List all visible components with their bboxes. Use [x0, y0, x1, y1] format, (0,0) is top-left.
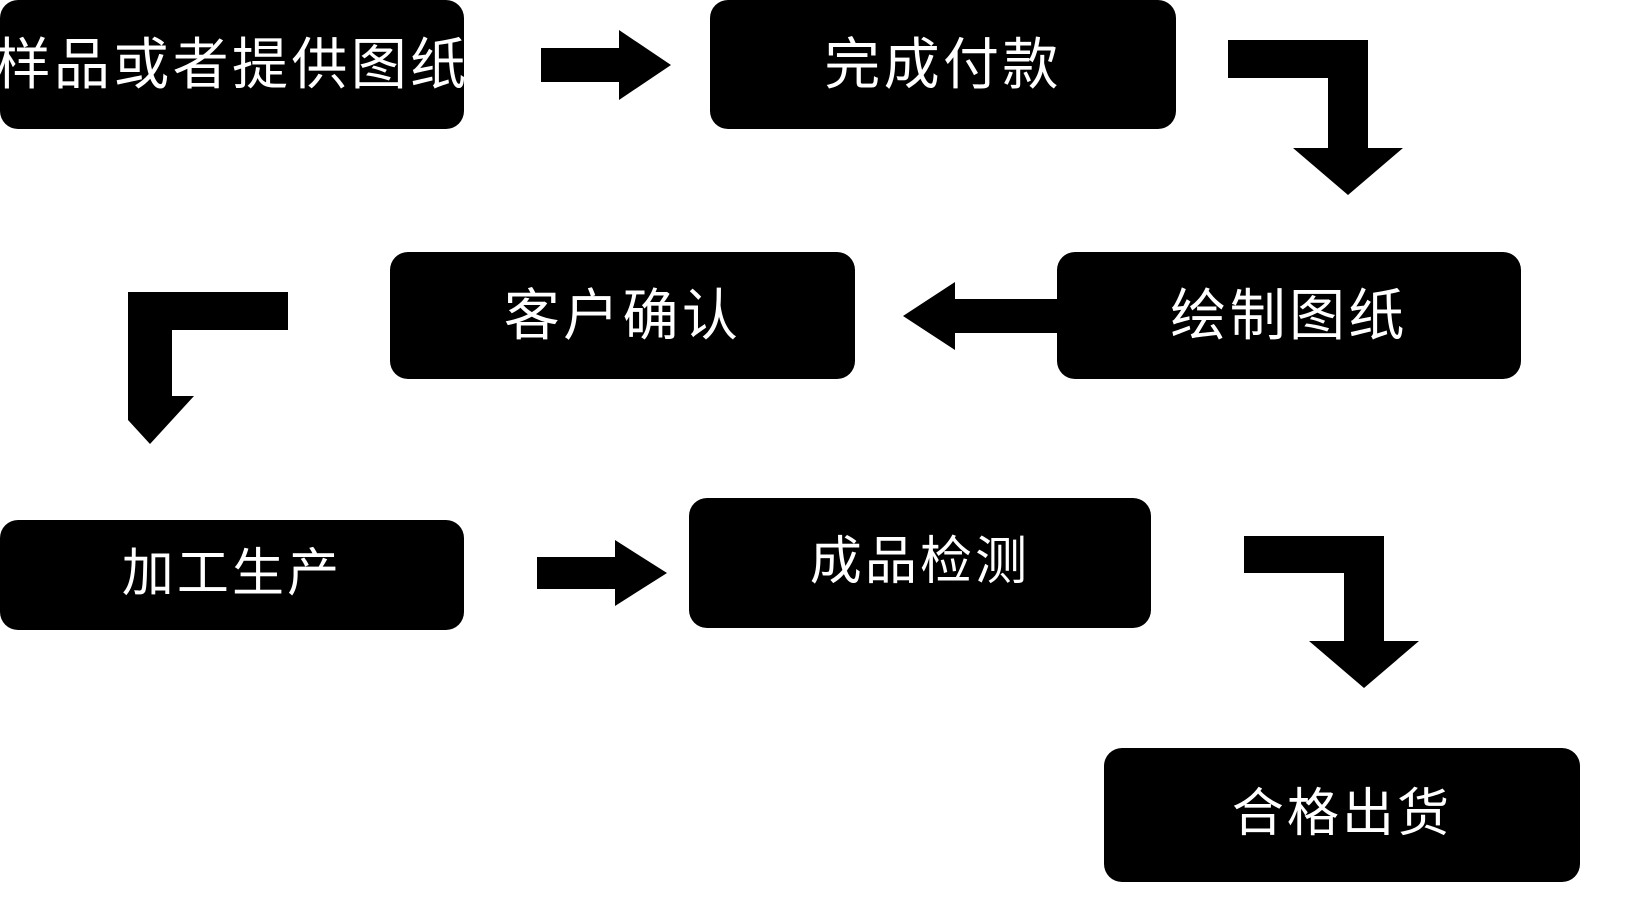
- arrow-right-icon: [537, 540, 667, 606]
- node-label: 完成付款: [824, 32, 1062, 96]
- node-label: 样品或者提供图纸: [0, 32, 470, 96]
- node-sample-or-drawing[interactable]: 样品或者提供图纸: [0, 0, 466, 129]
- arrow-right-icon: [541, 30, 671, 100]
- node-qualified-shipment[interactable]: 合格出货: [1104, 748, 1580, 882]
- arrow-elbow-right-down-icon: [1228, 40, 1403, 195]
- node-label: 合格出货: [1231, 785, 1453, 844]
- node-processing-production[interactable]: 加工生产: [0, 520, 464, 630]
- node-label: 客户确认: [503, 283, 742, 347]
- arrow-elbow-right-down-icon: [1244, 536, 1419, 688]
- arrow-elbow-left-down-icon: [128, 292, 288, 444]
- node-label: 加工生产: [121, 545, 343, 604]
- node-label: 成品检测: [809, 533, 1031, 592]
- node-complete-payment[interactable]: 完成付款: [710, 0, 1176, 129]
- node-draw-drawings[interactable]: 绘制图纸: [1057, 252, 1521, 379]
- arrow-left-icon: [903, 282, 1058, 350]
- node-label: 绘制图纸: [1170, 283, 1408, 347]
- node-customer-confirmation[interactable]: 客户确认: [390, 252, 855, 379]
- node-finished-product-inspection[interactable]: 成品检测: [689, 498, 1151, 628]
